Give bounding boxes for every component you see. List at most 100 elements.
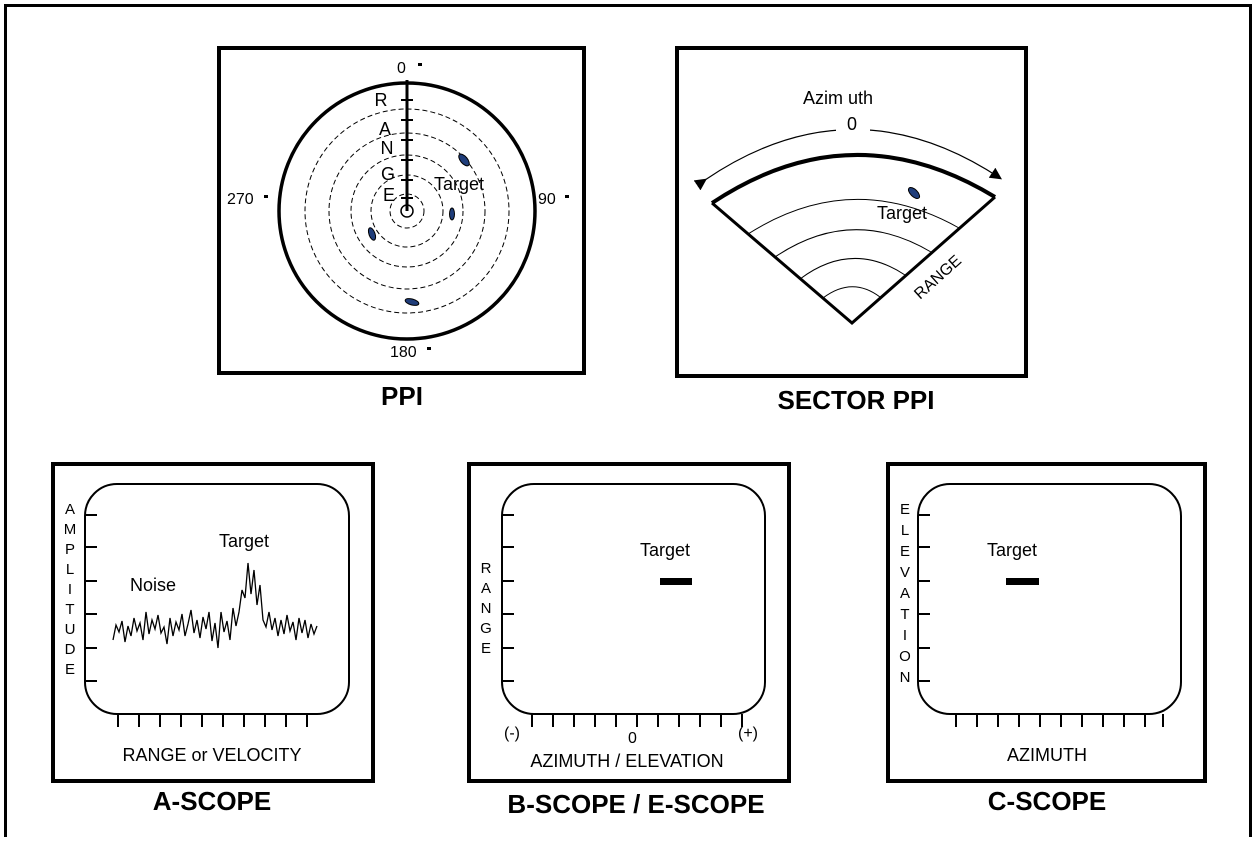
a-scope-y-letter: U <box>65 621 76 638</box>
c-scope-caption: C-SCOPE <box>988 786 1106 816</box>
b-scope-y-letter: N <box>481 600 492 617</box>
c-scope-y-letter: N <box>900 669 911 686</box>
ppi-frame <box>217 46 586 375</box>
ppi-target-blip <box>404 298 420 306</box>
sector-ppi-range-arcs <box>747 199 960 299</box>
a-scope-y-letter: I <box>68 581 72 598</box>
ppi-target-blip <box>458 153 470 167</box>
ppi-target-blips <box>367 153 470 306</box>
a-scope-x-label: RANGE or VELOCITY <box>122 745 301 765</box>
a-scope-y-letter: A <box>65 501 75 518</box>
a-scope-y-letter: E <box>65 661 75 678</box>
c-scope-target-label: Target <box>987 540 1037 560</box>
a-scope-y-letter: T <box>65 601 74 618</box>
a-scope-noise-label: Noise <box>130 575 176 595</box>
sector-ppi-range-label: RANGE <box>911 252 965 303</box>
c-scope-y-letters: E L E V A T I O N <box>899 501 911 686</box>
sector-ppi-range-arc <box>822 286 881 299</box>
ppi-bearing-south: 180 <box>390 344 417 361</box>
sector-ppi-target-blip <box>907 186 921 200</box>
b-scope-caption: B-SCOPE / E-SCOPE <box>507 789 764 819</box>
c-scope-y-letter: I <box>903 627 907 644</box>
sector-ppi-target-label: Target <box>877 203 927 223</box>
ppi-range-letter: N <box>381 138 394 158</box>
a-scope-noise-trace <box>112 562 318 649</box>
sector-ppi-frame <box>675 46 1028 378</box>
sector-ppi-panel: Azim uth 0 Target RANGE SECTOR PPI <box>675 46 1028 415</box>
c-scope-frame <box>886 462 1207 783</box>
c-scope-x-ticks <box>955 714 1164 727</box>
sector-ppi-range-arc <box>799 257 906 280</box>
b-scope-target-label: Target <box>640 540 690 560</box>
b-scope-panel: R A N G E Target (-) 0 (+) AZIMUTH / ELE… <box>467 462 791 819</box>
sector-ppi-zero-bg <box>836 114 870 134</box>
c-scope-screen <box>917 483 1182 715</box>
c-scope-y-letter: L <box>901 522 909 539</box>
b-scope-y-letter: G <box>480 620 492 637</box>
c-scope-y-letter: V <box>900 564 910 581</box>
ppi-range-ring <box>350 154 464 268</box>
ppi-range-letters: R A N G E <box>375 90 396 205</box>
b-scope-y-letter: E <box>481 640 491 657</box>
a-scope-x-ticks <box>117 714 308 727</box>
b-scope-plus-label: (+) <box>738 725 758 742</box>
c-scope-y-letter: T <box>900 606 909 623</box>
c-scope-target-blip <box>1006 578 1039 585</box>
ppi-bearing-north: 0 <box>397 60 406 77</box>
a-scope-panel: A M P L I T U D E Noise Target RANGE or … <box>51 462 375 816</box>
b-scope-frame <box>467 462 791 783</box>
b-scope-y-ticks <box>502 514 514 682</box>
a-scope-y-ticks <box>85 514 97 682</box>
b-scope-screen <box>501 483 766 715</box>
a-scope-target-label: Target <box>219 531 269 551</box>
sector-ppi-azimuth-label: Azim uth <box>803 88 873 108</box>
b-scope-y-letter: A <box>481 580 491 597</box>
outer-frame <box>4 4 1252 837</box>
b-scope-y-letters: R A N G E <box>480 560 492 657</box>
sector-ppi-zero-label: 0 <box>847 114 857 134</box>
c-scope-y-letter: A <box>900 585 910 602</box>
c-scope-y-letter: E <box>900 501 910 518</box>
ppi-range-letter: G <box>381 164 395 184</box>
ppi-caption: PPI <box>381 381 423 411</box>
ppi-range-letter: A <box>379 119 391 139</box>
sector-ppi-outer-arc <box>710 153 997 205</box>
c-scope-y-ticks <box>918 514 930 682</box>
ppi-degree-mark <box>565 195 569 198</box>
a-scope-y-letter: M <box>64 521 77 538</box>
b-scope-target-blip <box>660 578 692 585</box>
a-scope-caption: A-SCOPE <box>153 786 271 816</box>
ppi-bearing-east: 90 <box>538 191 556 208</box>
ppi-bearing-west: 270 <box>227 191 254 208</box>
b-scope-zero-label: 0 <box>628 730 637 747</box>
a-scope-y-letter: P <box>65 541 75 558</box>
ppi-degree-mark <box>264 195 268 198</box>
ppi-degree-mark <box>418 63 422 66</box>
sector-ppi-range-arc <box>774 229 932 258</box>
ppi-panel: R A N G E 0 90 180 270 Target PPI <box>217 46 586 411</box>
a-scope-y-letters: A M P L I T U D E <box>64 501 77 678</box>
a-scope-screen <box>84 483 350 715</box>
c-scope-x-label: AZIMUTH <box>1007 745 1087 765</box>
b-scope-x-ticks <box>531 714 743 727</box>
sector-ppi-range-arc <box>747 199 960 235</box>
c-scope-y-letter: O <box>899 648 911 665</box>
ppi-degree-mark <box>427 347 431 350</box>
ppi-target-blip <box>449 207 455 221</box>
ppi-range-letter: R <box>375 90 388 110</box>
b-scope-x-label: AZIMUTH / ELEVATION <box>530 751 723 771</box>
ppi-range-ring <box>389 193 425 229</box>
sector-ppi-edges <box>711 195 996 325</box>
ppi-target-label: Target <box>434 174 484 194</box>
ppi-range-ring <box>304 108 510 314</box>
ppi-target-blip <box>367 227 377 241</box>
b-scope-y-letter: R <box>481 560 492 577</box>
c-scope-panel: E L E V A T I O N Target AZIMUTH C-SCOPE <box>886 462 1207 816</box>
a-scope-y-letter: L <box>66 561 74 578</box>
sector-ppi-caption: SECTOR PPI <box>777 385 934 415</box>
ppi-range-ring <box>328 132 486 290</box>
ppi-range-letter: E <box>383 185 395 205</box>
b-scope-minus-label: (-) <box>504 725 520 742</box>
ppi-range-ticks <box>401 99 413 199</box>
